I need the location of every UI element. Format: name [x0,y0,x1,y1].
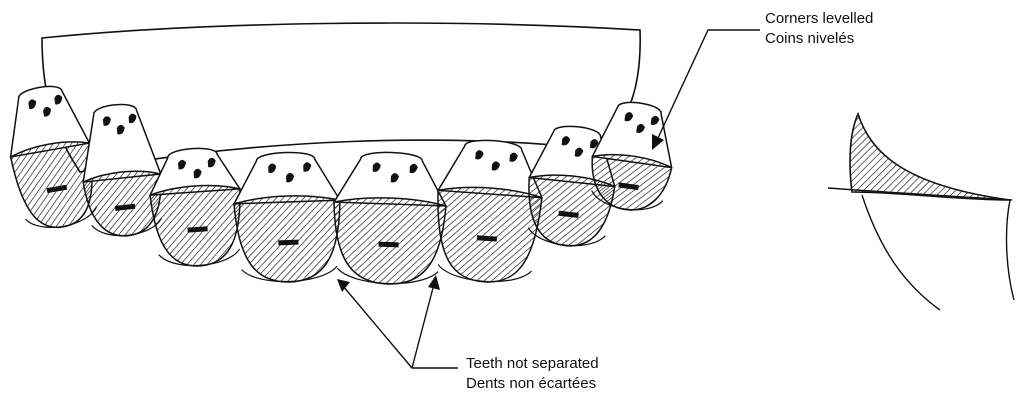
corners-leader-line [658,30,760,138]
callout-teeth-not-separated: Teeth not separated Dents non écartées [466,354,599,394]
tooth-icon [147,145,245,268]
callout-text-en: Teeth not separated [466,354,599,374]
tooth-icon [331,151,448,286]
tooth-face [331,196,446,286]
tooth-face [432,184,542,285]
callout-text-fr: Dents non écartées [466,374,599,394]
callout-text-en: Corners levelled [765,9,873,29]
cross-section-detail [828,114,1014,310]
callout-corners-levelled: Corners levelled Coins nivelés [765,9,873,49]
edge-line [1007,200,1014,300]
arrow-icon [337,279,350,292]
teeth-leader-line [343,286,458,368]
tooth-icon [232,151,342,284]
tooth-face [234,194,343,284]
face-mark [278,240,298,246]
curved-line [862,195,940,310]
face-mark [379,242,399,248]
tooth-icon [432,137,546,285]
callout-text-fr: Coins nivelés [765,29,873,49]
teeth-leader-line [412,284,434,368]
tooth-face [150,183,245,269]
hatched-section [850,114,1010,200]
